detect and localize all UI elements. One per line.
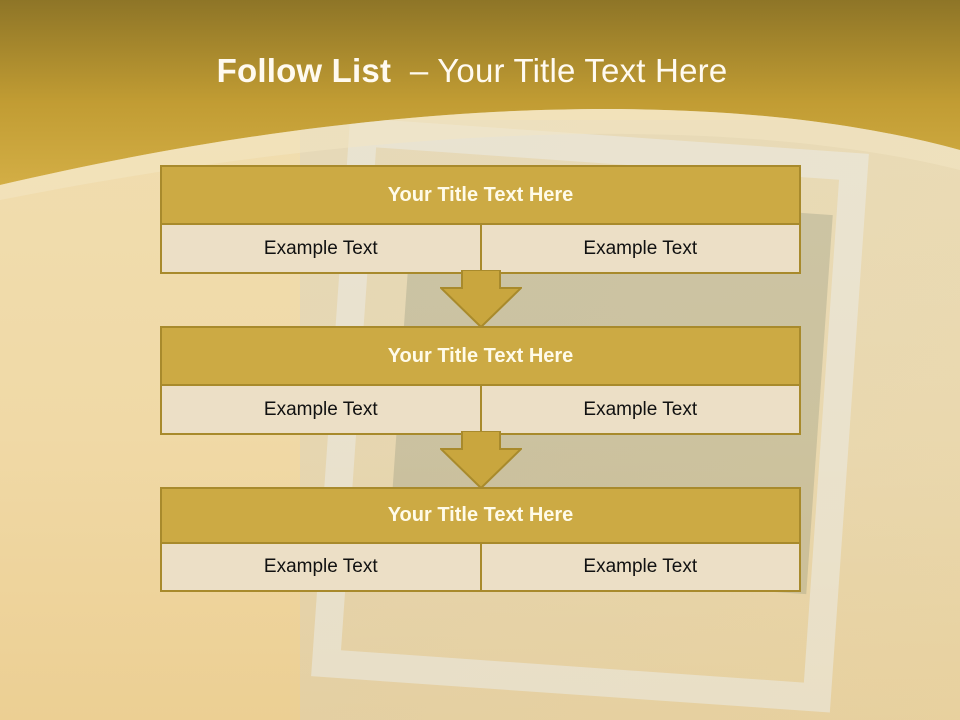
- slide-title: Follow List – Your Title Text Here: [0, 52, 944, 90]
- title-bold: Follow List: [216, 52, 392, 89]
- block-title: Your Title Text Here: [162, 167, 799, 225]
- block-title: Your Title Text Here: [162, 489, 799, 544]
- block-cell-left: Example Text: [263, 556, 378, 577]
- block-row: Example Text Example Text: [162, 544, 799, 590]
- flow-block-3: Your Title Text Here Example Text Exampl…: [160, 487, 801, 592]
- block-title: Your Title Text Here: [162, 328, 799, 386]
- block-cell-left: Example Text: [263, 237, 378, 259]
- block-row: Example Text Example Text: [162, 386, 799, 433]
- header-band: [0, 0, 960, 200]
- block-cell-right: Example Text: [479, 225, 800, 272]
- block-cell-left: Example Text: [263, 398, 378, 420]
- flow-block-2: Your Title Text Here Example Text Exampl…: [160, 326, 801, 435]
- title-rest: – Your Title Text Here: [409, 52, 728, 89]
- down-arrow-icon: [440, 431, 522, 489]
- block-row: Example Text Example Text: [162, 225, 799, 272]
- block-cell-right: Example Text: [479, 386, 800, 433]
- block-cell-right: Example Text: [479, 544, 800, 590]
- flow-block-1: Your Title Text Here Example Text Exampl…: [160, 165, 801, 274]
- down-arrow-icon: [440, 270, 522, 328]
